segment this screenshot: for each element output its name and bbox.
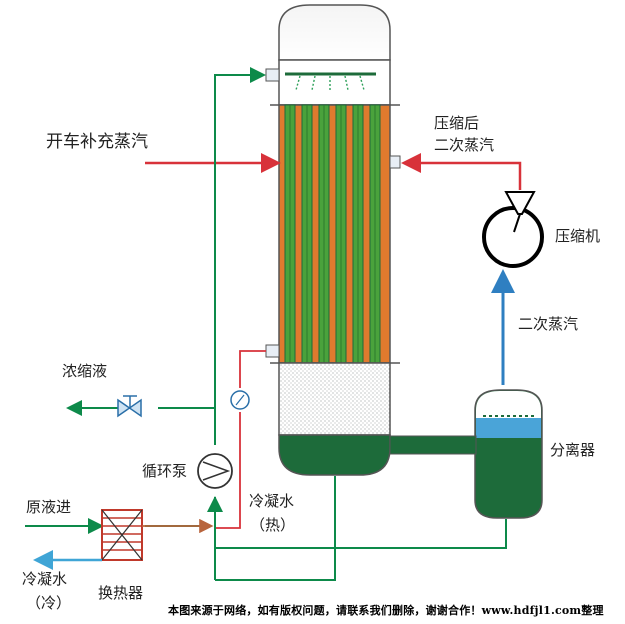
heat-exchanger-label: 换热器	[98, 584, 144, 602]
circulation-pump-label: 循环泵	[142, 462, 188, 480]
compressed-steam-line	[401, 153, 522, 190]
flow-meter	[230, 390, 250, 410]
cold-condensate-label-line2: （冷）	[26, 594, 72, 612]
startup-steam-label: 开车补充蒸汽	[46, 132, 148, 152]
cold-condensate-label-line1: 冷凝水	[22, 570, 68, 588]
compressed-steam-label-line1: 压缩后	[434, 114, 480, 132]
secondary-steam-label: 二次蒸汽	[518, 315, 579, 333]
compressor-label: 压缩机	[555, 227, 601, 245]
hot-condensate-line	[216, 350, 266, 529]
concentrate-valve	[117, 395, 142, 418]
concentrate-label: 浓缩液	[62, 362, 108, 380]
separator-vessel	[474, 389, 543, 519]
compressed-steam-label-line2: 二次蒸汽	[434, 136, 495, 154]
compressor	[482, 191, 544, 268]
hot-condensate-label-line2: （热）	[250, 516, 296, 534]
evaporator-to-separator-pipe	[389, 435, 477, 455]
feed-in-label: 原液进	[26, 498, 72, 516]
evaporator-bottom	[278, 362, 391, 476]
hot-condensate-label-line1: 冷凝水	[249, 492, 295, 510]
footer-note: 本图来源于网络，如有版权问题，请联系我们删除，谢谢合作！www.hdfjl1.c…	[168, 604, 604, 617]
circulation-pump	[197, 453, 233, 489]
evaporator-top-head	[270, 4, 400, 106]
tube-bundle	[270, 104, 400, 364]
separator-label: 分离器	[550, 441, 596, 459]
heat-exchanger	[101, 509, 143, 561]
spray-distributor	[285, 72, 376, 91]
circulation-lines	[25, 74, 507, 581]
